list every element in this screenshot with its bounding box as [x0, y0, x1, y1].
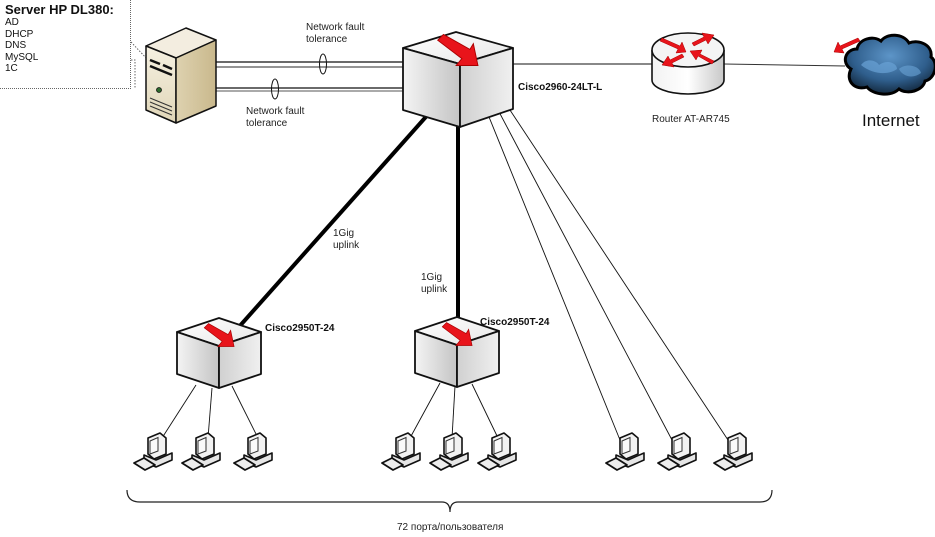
- label-line: uplink: [421, 284, 448, 295]
- uplink-label-left: 1Gig uplink: [333, 228, 359, 252]
- workstation-icon[interactable]: [713, 432, 753, 471]
- link-center-pc-6: [471, 383, 499, 439]
- link-left-pc-3: [231, 385, 259, 439]
- workstation-icon[interactable]: [233, 432, 273, 471]
- link-core-pc-8: [496, 107, 673, 441]
- workstations: [133, 432, 753, 471]
- label-line: Network fault: [246, 106, 305, 117]
- label-line: tolerance: [246, 118, 288, 129]
- link-left-pc-1: [161, 384, 197, 439]
- internet-cloud-icon[interactable]: [843, 33, 935, 96]
- workstation-icon[interactable]: [133, 432, 173, 471]
- workstation-icon[interactable]: [181, 432, 221, 471]
- label-line: 1Gig: [421, 272, 443, 283]
- server-service: AD: [5, 17, 19, 28]
- router-icon[interactable]: [651, 32, 861, 95]
- server-service: MySQL: [5, 51, 39, 63]
- core-switch-icon[interactable]: [402, 31, 514, 128]
- grouping-brace: [126, 489, 773, 513]
- fault-tolerance-label-bottom: Network fault tolerance: [246, 106, 304, 130]
- fault-tolerance-ring-bottom: [271, 78, 279, 100]
- connections: [130, 41, 846, 441]
- workstation-icon[interactable]: [477, 432, 517, 471]
- server-icon[interactable]: [145, 27, 217, 124]
- internet-label: Internet: [862, 111, 920, 130]
- router-label: Router AT-AR745: [652, 114, 730, 125]
- uplink-label-center: 1Gig uplink: [421, 272, 447, 296]
- server-title: Server HP DL380:: [5, 2, 114, 17]
- link-uplink-left: [236, 108, 434, 330]
- callout-leader-2: [131, 59, 136, 89]
- server-service: DHCP: [5, 28, 34, 40]
- access-switch-left-label: Cisco2950T-24: [265, 323, 335, 334]
- server-service: DNS: [5, 40, 27, 51]
- server-service: 1C: [5, 63, 18, 74]
- workstation-icon[interactable]: [657, 432, 697, 471]
- label-line: Network fault: [306, 22, 365, 33]
- label-line: tolerance: [306, 34, 348, 45]
- access-switch-center-icon[interactable]: [414, 316, 500, 388]
- link-router-internet: [723, 63, 846, 67]
- fault-tolerance-label-top: Network fault tolerance: [306, 22, 364, 46]
- fault-tolerance-ring-top: [319, 53, 327, 75]
- workstation-icon[interactable]: [381, 432, 421, 471]
- label-line: 1Gig: [333, 228, 355, 239]
- server-callout: Server HP DL380: AD DHCP DNS MySQL 1C: [0, 0, 131, 89]
- link-left-pc-2: [207, 387, 213, 439]
- core-switch-label: Cisco2960-24LT-L: [518, 82, 603, 93]
- ports-summary-label: 72 порта/пользователя: [397, 522, 504, 533]
- callout-leader: [130, 41, 149, 61]
- access-switch-left-icon[interactable]: [176, 317, 262, 389]
- link-center-pc-5: [451, 385, 456, 439]
- link-core-pc-7: [486, 111, 621, 441]
- link-center-pc-4: [409, 382, 441, 439]
- link-core-pc-9: [505, 103, 729, 441]
- workstation-icon[interactable]: [605, 432, 645, 471]
- label-line: uplink: [333, 240, 360, 251]
- workstation-icon[interactable]: [429, 432, 469, 471]
- access-switch-center-label: Cisco2950T-24: [480, 317, 550, 328]
